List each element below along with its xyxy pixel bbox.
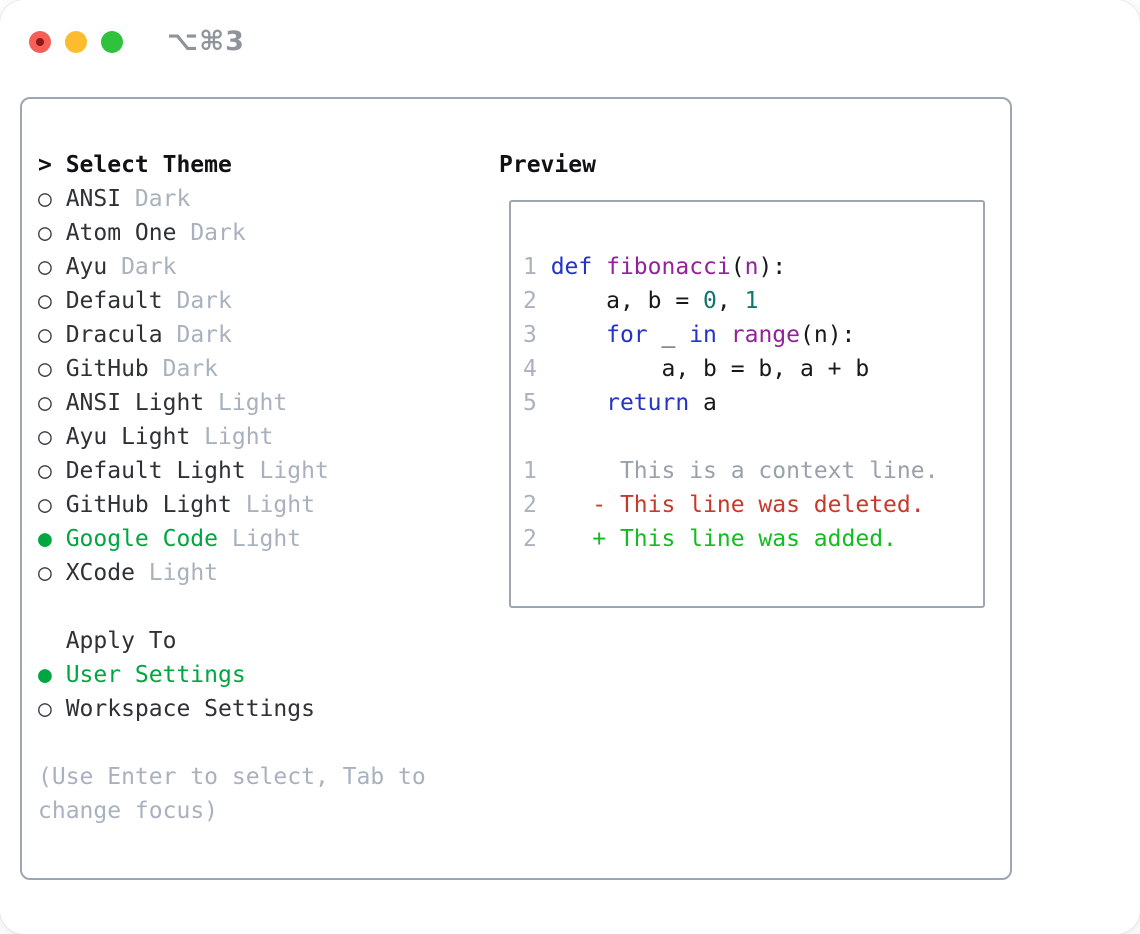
apply-to-option-label: Workspace Settings	[65, 696, 315, 722]
theme-variant: Light	[204, 390, 288, 416]
theme-variant: Dark	[121, 186, 191, 212]
minimize-button[interactable]	[65, 30, 87, 53]
select-theme-header: > Select Theme	[38, 148, 498, 182]
code-line: 5 return a	[523, 390, 717, 416]
radio-icon: ○	[38, 696, 52, 722]
radio-icon: ○	[38, 288, 52, 314]
theme-name: XCode	[65, 560, 135, 586]
theme-option[interactable]: ● Google Code Light	[38, 522, 498, 556]
select-theme-label: Select Theme	[65, 152, 232, 178]
radio-icon: ○	[38, 390, 52, 416]
code-line: 2 + This line was added.	[523, 526, 897, 552]
code-line: 2 a, b = 0, 1	[523, 288, 759, 314]
theme-name: Google Code	[65, 526, 219, 552]
code-line: 2 - This line was deleted.	[523, 492, 925, 518]
window-title: ⌥⌘3	[167, 26, 245, 57]
zoom-button[interactable]	[101, 30, 123, 53]
theme-option[interactable]: ○ Ayu Light Light	[38, 420, 498, 454]
radio-icon: ○	[38, 254, 52, 280]
theme-variant: Light	[190, 424, 274, 450]
preview-panel: 1 def fibonacci(n): 2 a, b = 0, 1 3 for _ …	[509, 200, 985, 608]
apply-to-option[interactable]: ○ Workspace Settings	[38, 692, 498, 726]
theme-name: ANSI	[65, 186, 122, 212]
code-line: 3 for _ in range(n):	[523, 322, 856, 348]
code-line: 1 def fibonacci(n):	[523, 254, 787, 280]
help-text-line2: change focus)	[38, 798, 219, 824]
apply-to-header: Apply To	[38, 624, 498, 658]
theme-option[interactable]: ○ Default Dark	[38, 284, 498, 318]
radio-icon: ○	[38, 424, 52, 450]
apply-to-option[interactable]: ● User Settings	[38, 658, 498, 692]
theme-name: Ayu	[65, 254, 108, 280]
theme-name: Ayu Light	[65, 424, 191, 450]
theme-option[interactable]: ○ ANSI Light Light	[38, 386, 498, 420]
theme-option[interactable]: ○ Ayu Dark	[38, 250, 498, 284]
theme-name: Atom One	[65, 220, 177, 246]
theme-picker-pane: > Select Theme ○ ANSI Dark ○ Atom One Dark ○ A…	[38, 148, 498, 828]
theme-name: GitHub Light	[65, 492, 232, 518]
theme-option[interactable]: ○ ANSI Dark	[38, 182, 498, 216]
apply-to-list: ● User Settings ○ Workspace Settings	[38, 658, 498, 726]
apply-to-label: Apply To	[65, 628, 177, 654]
spacer	[38, 590, 498, 624]
close-button[interactable]	[29, 30, 51, 53]
theme-option[interactable]: ○ Default Light Light	[38, 454, 498, 488]
theme-option[interactable]: ○ XCode Light	[38, 556, 498, 590]
theme-variant: Dark	[107, 254, 177, 280]
theme-option[interactable]: ○ GitHub Light Light	[38, 488, 498, 522]
help-text-line1: (Use Enter to select, Tab to	[38, 764, 426, 790]
theme-variant: Dark	[148, 356, 219, 382]
theme-name: GitHub	[65, 356, 149, 382]
radio-icon: ○	[38, 356, 52, 382]
radio-icon: ●	[38, 526, 52, 552]
radio-icon: ○	[38, 458, 52, 484]
theme-variant: Light	[245, 458, 329, 484]
theme-option[interactable]: ○ GitHub Dark	[38, 352, 498, 386]
preview-label: Preview	[499, 152, 596, 178]
theme-name: ANSI Light	[65, 390, 205, 416]
theme-variant: Light	[218, 526, 302, 552]
apply-to-option-label: User Settings	[65, 662, 246, 688]
theme-name: Dracula	[65, 322, 163, 348]
code-line: 4 a, b = b, a + b	[523, 356, 870, 382]
theme-variant: Dark	[162, 322, 232, 348]
theme-name: Default	[65, 288, 163, 314]
theme-option[interactable]: ○ Atom One Dark	[38, 216, 498, 250]
titlebar: ⌥⌘3	[29, 26, 245, 57]
theme-variant: Dark	[176, 220, 246, 246]
theme-list: ○ ANSI Dark ○ Atom One Dark ○ Ayu Dark ○ Defaul…	[38, 182, 498, 590]
radio-icon: ○	[38, 220, 52, 246]
radio-icon: ○	[38, 492, 52, 518]
radio-icon: ○	[38, 322, 52, 348]
spacer	[38, 726, 498, 760]
radio-icon: ○	[38, 560, 52, 586]
code-line	[523, 420, 938, 454]
radio-icon: ○	[38, 186, 52, 212]
theme-variant: Dark	[162, 288, 232, 314]
focus-caret-icon: >	[38, 152, 52, 178]
radio-icon: ●	[38, 662, 52, 688]
theme-variant: Light	[231, 492, 315, 518]
theme-option[interactable]: ○ Dracula Dark	[38, 318, 498, 352]
code-line: 1 This is a context line.	[523, 458, 939, 484]
theme-variant: Light	[134, 560, 219, 586]
code-preview: 1 def fibonacci(n): 2 a, b = 0, 1 3 for _ …	[523, 250, 938, 556]
theme-name: Default Light	[65, 458, 246, 484]
